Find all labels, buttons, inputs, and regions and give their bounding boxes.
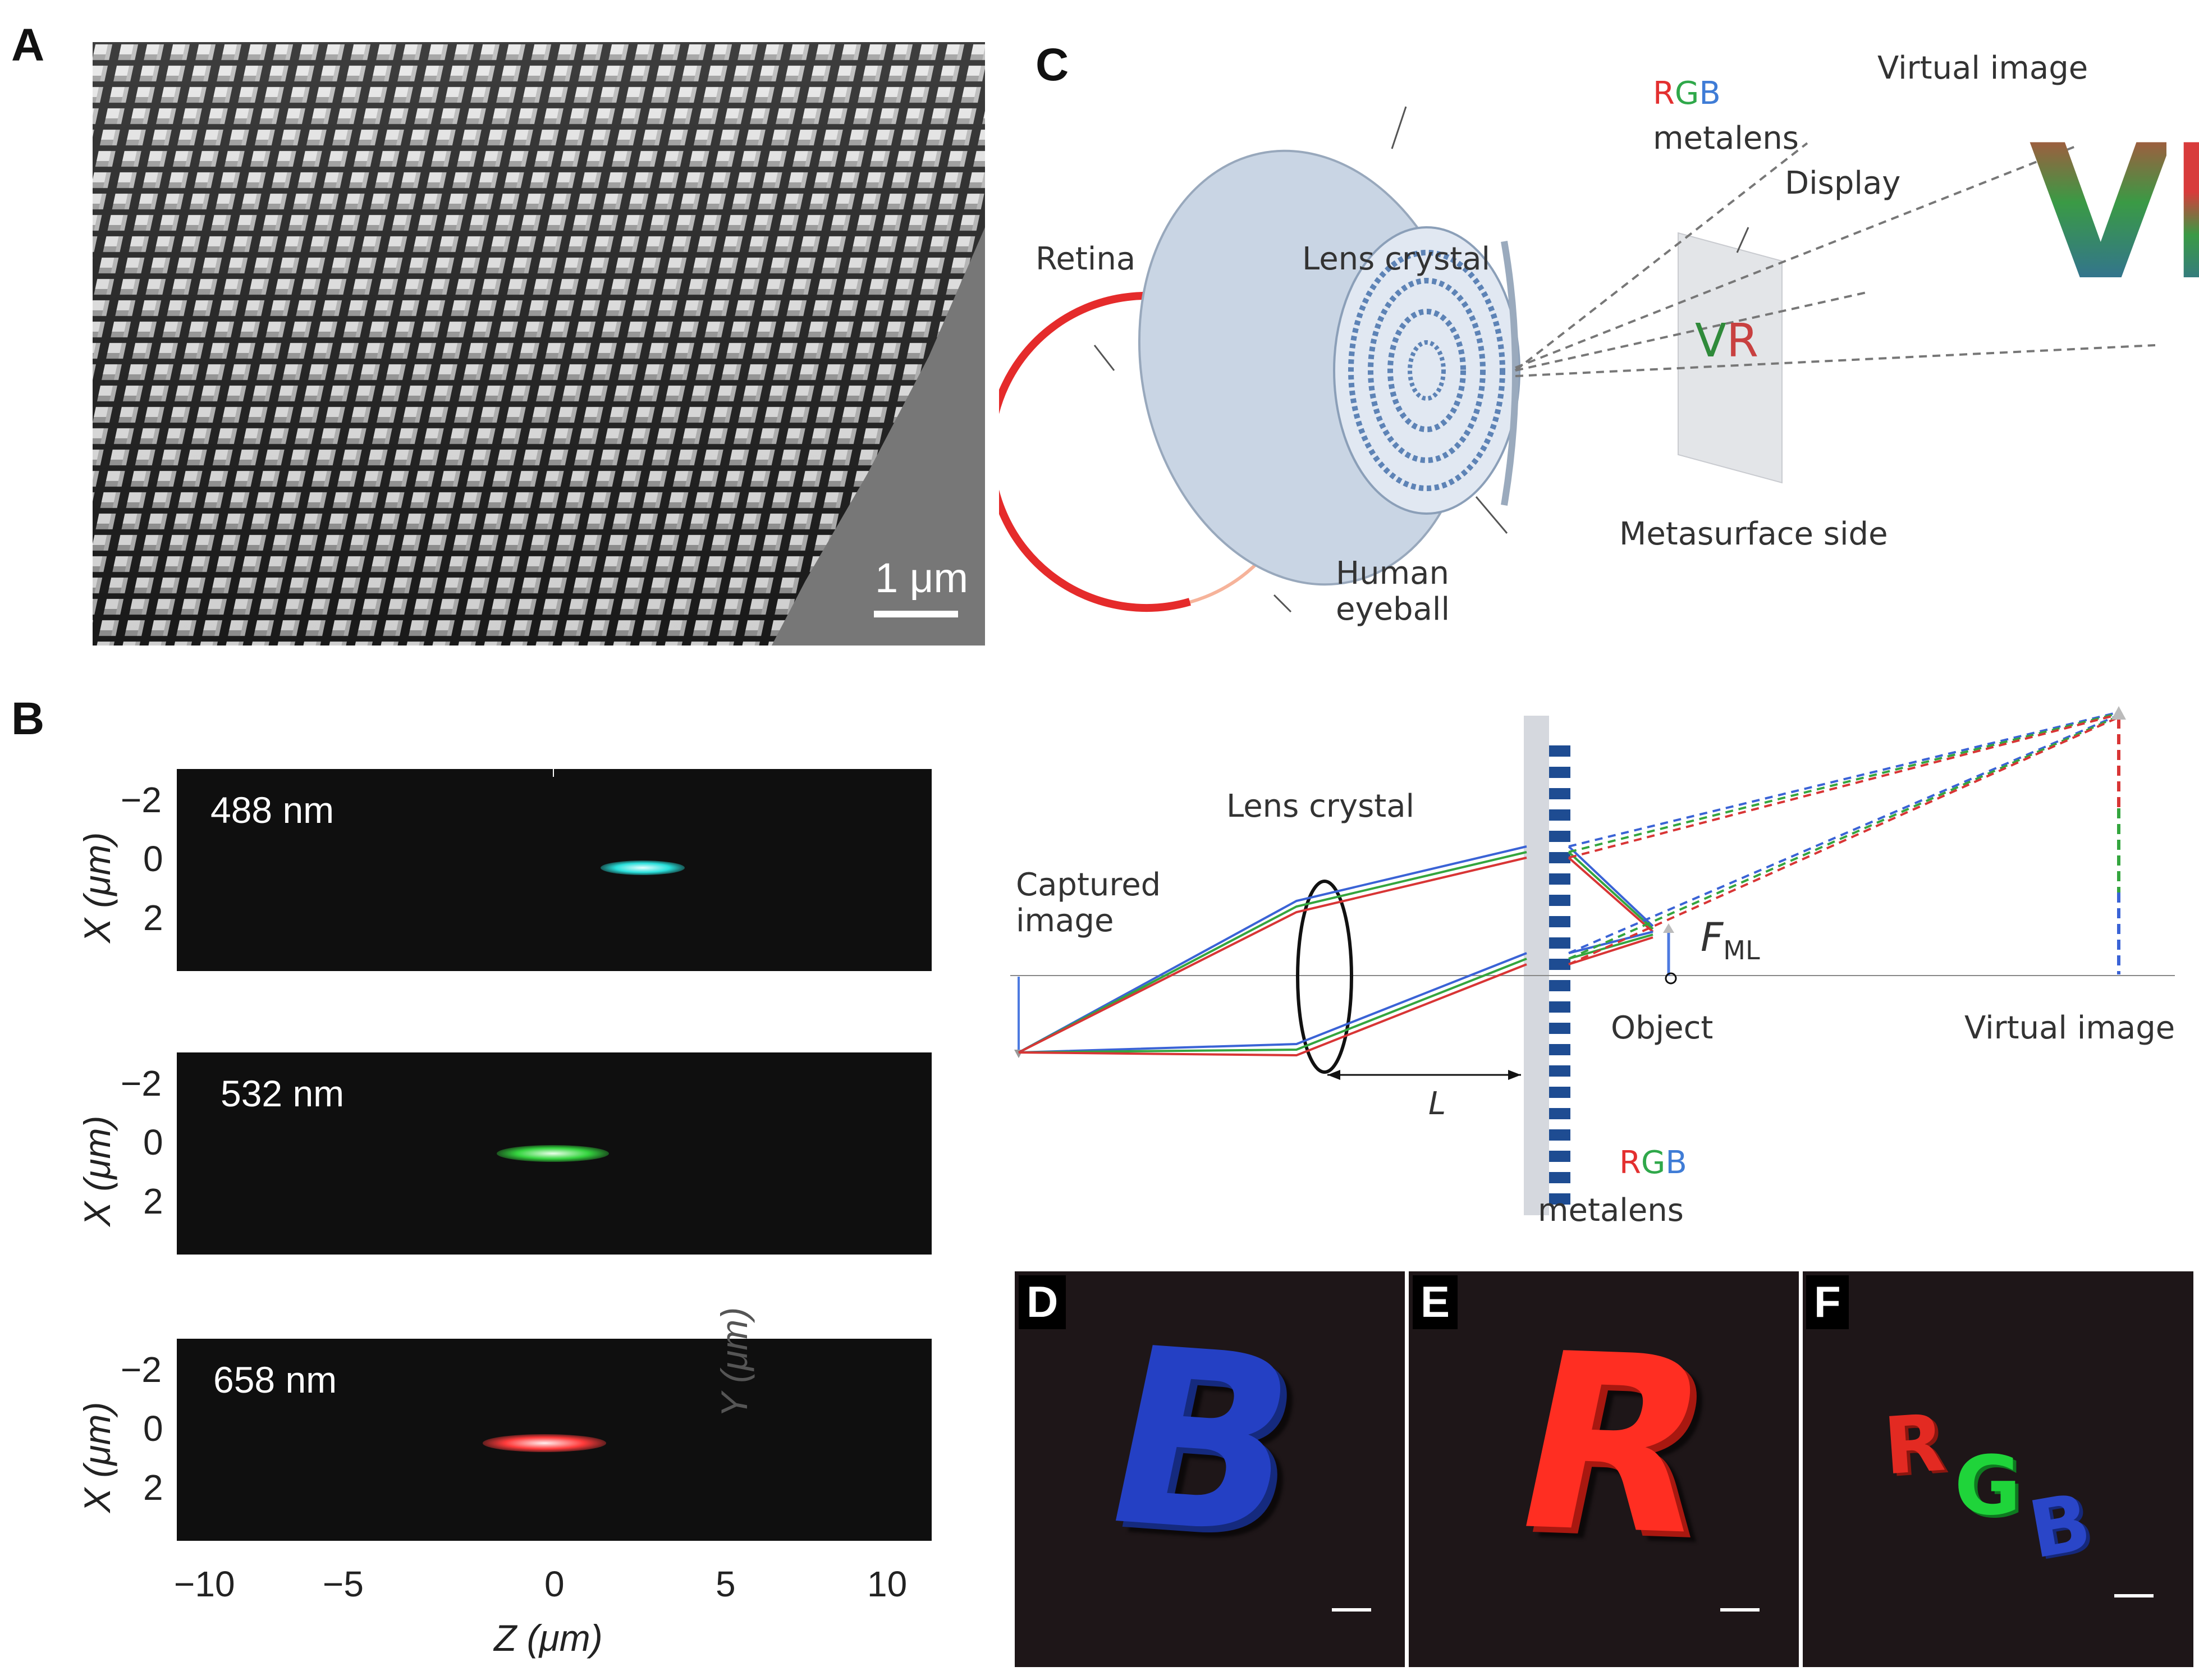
- zero-tick-marker: [553, 769, 554, 777]
- y-tick: −2: [121, 1063, 162, 1104]
- y-tick: 2: [143, 898, 163, 938]
- sem-image-panel-a: 1 μm: [93, 42, 985, 646]
- y-axis-title: X (μm): [76, 832, 118, 943]
- display-vr-text: VR: [1695, 314, 1759, 368]
- focal-plot-488: 488 nm: [177, 769, 932, 971]
- label-lens-crystal-bottom: Lens crystal: [1226, 788, 1415, 825]
- label-retina: Retina: [1036, 241, 1136, 277]
- rgb-g: G: [1674, 75, 1699, 112]
- y-axis-title: X (μm): [76, 1402, 118, 1513]
- label-human-eyeball: Human eyeball: [1336, 555, 1450, 628]
- y-tick: 2: [143, 1467, 163, 1508]
- label-metalens-bottom: metalens: [1538, 1192, 1684, 1229]
- panel-label-c: C: [1036, 39, 1069, 90]
- rgb-r: R: [1653, 75, 1675, 112]
- letter-b-photo: B: [1082, 1296, 1323, 1589]
- wavelength-label-658: 658 nm: [213, 1359, 337, 1400]
- panel-c-diagram: [999, 106, 2175, 1215]
- f-ml-main: F: [1701, 914, 1724, 960]
- scale-bar-e: [1720, 1608, 1760, 1612]
- letter-b-small: B: [2022, 1476, 2097, 1577]
- focal-spot-532: [497, 1145, 609, 1162]
- y-tick: −2: [121, 780, 162, 820]
- scale-bar-label: 1 μm: [875, 555, 968, 601]
- label-object: Object: [1611, 1010, 1714, 1046]
- focal-spot-488: [601, 860, 685, 875]
- letter-r-small: R: [1881, 1397, 1948, 1493]
- x-tick-3: 0: [544, 1564, 565, 1604]
- panel-label-e: E: [1413, 1275, 1458, 1329]
- metalens-plate: [1524, 716, 1549, 1215]
- captured-image-text: Captured image: [1016, 867, 1161, 940]
- label-lens-crystal-top: Lens crystal: [1302, 241, 1491, 277]
- letter-g-small: G: [1954, 1439, 2022, 1533]
- retina-arc: [999, 292, 1191, 612]
- letter-r-photo: R: [1492, 1302, 1736, 1589]
- photo-panel-e: R: [1409, 1271, 1799, 1667]
- display-plane: [1678, 232, 1783, 484]
- label-metalens-top: metalens: [1653, 120, 1799, 157]
- x-tick-2: −5: [323, 1564, 364, 1604]
- panel-label-b: B: [11, 693, 45, 744]
- rgb-b-bottom: B: [1665, 1145, 1687, 1181]
- label-rgb-metalens-bottom: RGB: [1619, 1145, 1687, 1181]
- f-ml-subscript: ML: [1723, 935, 1760, 965]
- scale-bar-f: [2114, 1594, 2154, 1597]
- photo-panel-f: R G B: [1803, 1271, 2193, 1667]
- wavelength-label-488: 488 nm: [210, 789, 335, 831]
- label-f-ml: FML: [1701, 915, 1760, 965]
- panel-label-a: A: [11, 20, 45, 71]
- label-l: L: [1428, 1086, 1446, 1122]
- scale-bar-d: [1332, 1608, 1371, 1612]
- panel-label-f: F: [1806, 1275, 1849, 1329]
- panel-label-d: D: [1019, 1275, 1066, 1329]
- y-tick: 0: [143, 1408, 163, 1449]
- label-captured-image: Captured image: [1016, 867, 1161, 940]
- metalens-elements: [1549, 745, 1570, 1205]
- focal-plot-532: 532 nm: [177, 1052, 932, 1255]
- virtual-image-vr: VR: [2029, 121, 2199, 306]
- y-tick: 0: [143, 839, 163, 879]
- lens-crystal-outline: [1296, 880, 1353, 1074]
- label-virtual-image-bottom: Virtual image: [1964, 1010, 2175, 1046]
- label-display: Display: [1785, 165, 1901, 202]
- y-tick: 2: [143, 1181, 163, 1221]
- rgb-r-bottom: R: [1619, 1145, 1641, 1181]
- human-eyeball-text: Human eyeball: [1336, 555, 1450, 628]
- x-tick-5: 10: [867, 1564, 908, 1604]
- photo-panel-d: B: [1015, 1271, 1405, 1667]
- stray-y-axis-label: Y (μm): [713, 1307, 755, 1417]
- x-axis-title: Z (μm): [494, 1617, 603, 1659]
- y-axis-title: X (μm): [76, 1115, 118, 1226]
- x-tick-4: 5: [716, 1564, 736, 1604]
- y-tick: −2: [121, 1349, 162, 1390]
- wavelength-label-532: 532 nm: [221, 1073, 345, 1114]
- rgb-g-bottom: G: [1641, 1145, 1666, 1181]
- sem-nanopillar-image: [93, 42, 985, 646]
- focal-plot-658: 658 nm Y (μm): [177, 1307, 932, 1541]
- scale-bar: [874, 611, 958, 617]
- label-metasurface-side: Metasurface side: [1619, 516, 1888, 552]
- y-tick: 0: [143, 1122, 163, 1162]
- x-tick-1: −10: [174, 1564, 235, 1604]
- label-rgb-metalens-top: RGB: [1653, 75, 1721, 112]
- rgb-b: B: [1699, 75, 1721, 112]
- focal-spot-658: [483, 1434, 606, 1452]
- label-virtual-image-top: Virtual image: [1877, 50, 2088, 86]
